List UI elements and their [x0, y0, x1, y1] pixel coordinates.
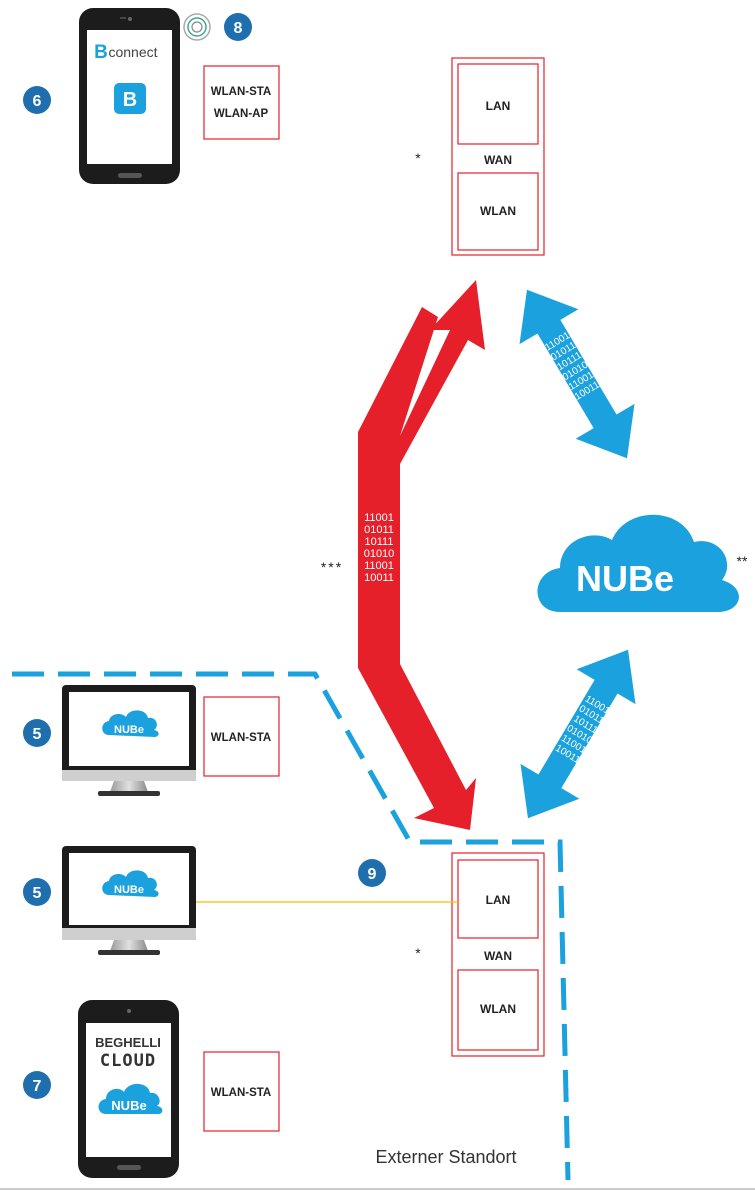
binary-line: 10011 [364, 572, 394, 584]
badge-9: 9 [358, 859, 386, 887]
box-phone-top: WLAN-STA WLAN-AP [203, 65, 280, 140]
nube-cloud: NUBe [537, 514, 739, 612]
router-bottom: LAN WAN WLAN [451, 852, 545, 1057]
router-bottom-lan: LAN [486, 893, 511, 907]
red-arrow-shape [358, 280, 485, 830]
svg-text:9: 9 [368, 866, 377, 883]
svg-text:NUBe: NUBe [114, 884, 144, 896]
badge-8: 8 [224, 13, 252, 41]
svg-text:NUBe: NUBe [111, 1098, 146, 1113]
router-top-lan: LAN [486, 99, 511, 113]
svg-text:connect: connect [108, 44, 157, 60]
svg-text:8: 8 [234, 20, 243, 37]
monitor-top: NUBe [62, 685, 196, 796]
b-app-icon: B [114, 83, 146, 114]
badge-6: 6 [23, 86, 51, 114]
svg-text:NUBe: NUBe [114, 724, 144, 736]
box-monitor-top: WLAN-STA [203, 696, 280, 777]
bconnect-logo: B connect [94, 42, 157, 63]
svg-text:B: B [94, 42, 108, 63]
phone-bottom-line2: CLOUD [100, 1051, 156, 1071]
monitor-bottom: NUBe [62, 846, 196, 955]
box-phone-top-line2: WLAN-AP [214, 108, 269, 120]
binary-line: 11001 [364, 512, 394, 524]
box-monitor-top-label: WLAN-STA [211, 732, 271, 744]
binary-line: 11001 [364, 560, 394, 572]
svg-text:B: B [123, 89, 137, 111]
badge-7: 7 [23, 1071, 51, 1099]
badge-5-top: 5 [23, 719, 51, 747]
binary-line: 01011 [364, 524, 394, 536]
binary-line: 10111 [365, 536, 394, 548]
box-phone-bottom-label: WLAN-STA [211, 1087, 271, 1099]
badge-5-bottom: 5 [23, 878, 51, 906]
box-phone-top-line1: WLAN-STA [211, 86, 271, 98]
cloud-logo: NUBe [576, 558, 674, 599]
router-top-marker: * [415, 150, 421, 166]
router-bottom-wlan: WLAN [480, 1002, 516, 1016]
svg-text:5: 5 [33, 726, 42, 743]
phone-bottom-line1: BEGHELLI [95, 1035, 161, 1050]
site-boundary [12, 671, 571, 1181]
binary-line: 01010 [364, 548, 395, 560]
phone-bottom: BEGHELLI CLOUD NUBe [78, 1000, 179, 1178]
router-top-wan: WAN [484, 153, 512, 167]
wireless-signal-icon [183, 13, 211, 41]
monitor-top-logo: NUBe [102, 710, 159, 737]
router-bottom-wan: WAN [484, 949, 512, 963]
red-arrow-marker: *** [321, 559, 343, 575]
router-top-wlan: WLAN [480, 204, 516, 218]
cloud-marker: ** [737, 553, 748, 569]
external-site-label: Externer Standort [375, 1147, 516, 1167]
phone-bottom-logo: NUBe [98, 1083, 163, 1114]
svg-text:7: 7 [33, 1078, 42, 1095]
svg-text:6: 6 [33, 93, 42, 110]
router-top: LAN WAN WLAN [451, 57, 545, 256]
monitor-bottom-logo: NUBe [102, 870, 159, 897]
box-phone-bottom: WLAN-STA [203, 1051, 280, 1132]
router-bottom-marker: * [415, 945, 421, 961]
svg-text:5: 5 [33, 885, 42, 902]
phone-top: B connect B [79, 8, 180, 184]
